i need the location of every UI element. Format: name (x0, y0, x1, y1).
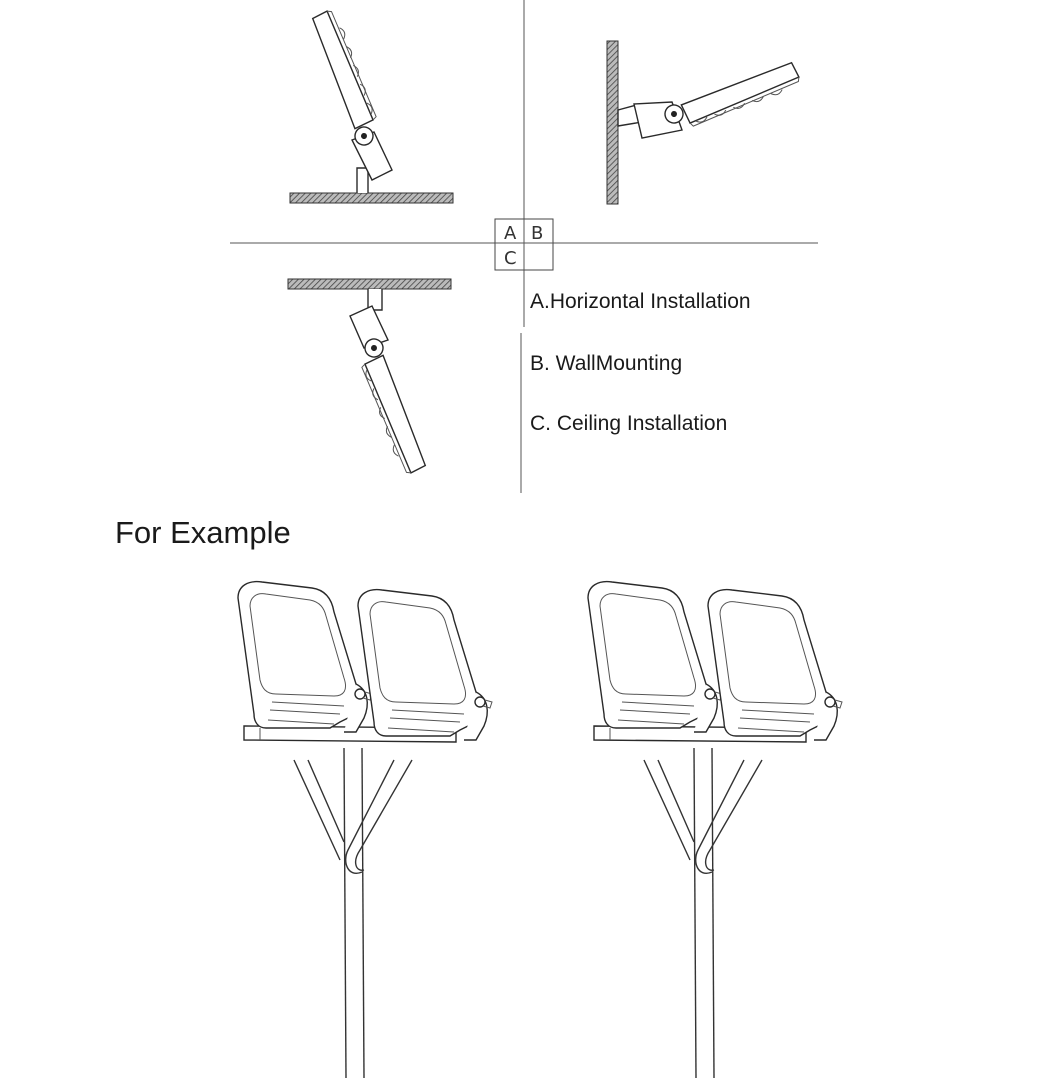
example-pole-left (238, 582, 492, 1078)
legend-ceiling-installation: C. Ceiling Installation (530, 412, 727, 435)
grid-label-c: C (504, 248, 517, 269)
grid-label-b: B (531, 223, 543, 244)
horizontal-installation-figure (289, 6, 454, 204)
legend-horizontal-installation: A.Horizontal Installation (530, 290, 751, 313)
example-heading: For Example (115, 515, 291, 550)
abc-grid: A B C (494, 218, 554, 271)
example-pole-right (588, 582, 842, 1078)
ceiling-installation-figure (287, 278, 452, 478)
legend-wall-mounting: B. WallMounting (530, 352, 682, 375)
wall-mounting-figure (606, 40, 804, 205)
grid-label-a: A (504, 223, 517, 244)
